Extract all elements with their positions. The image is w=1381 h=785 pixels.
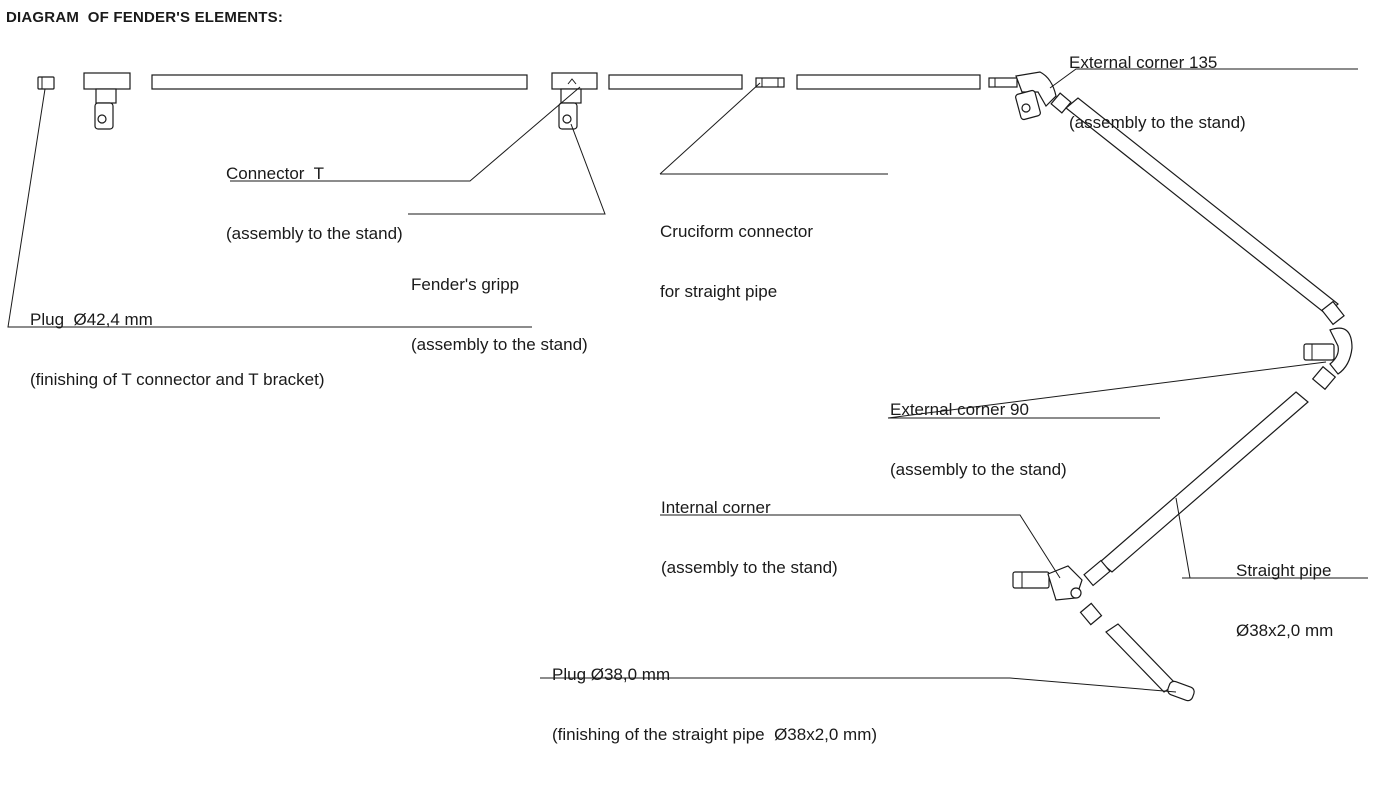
label-plug-42-line1: Plug Ø42,4 mm — [30, 310, 153, 329]
label-fenders-gripp-line1: Fender's gripp — [411, 275, 520, 294]
label-connector-t-line2: (assembly to the stand) — [226, 224, 403, 243]
label-external-corner-135-line2: (assembly to the stand) — [1069, 113, 1246, 132]
label-internal-corner-line1: Internal corner — [661, 498, 771, 517]
short-pipe-bottom — [1105, 623, 1177, 693]
label-straight-pipe-line2: Ø38x2,0 mm — [1236, 621, 1334, 640]
label-connector-t-line1: Connector T — [226, 164, 324, 183]
label-straight-pipe: Straight pipe Ø38x2,0 mm — [1236, 521, 1333, 681]
straight-pipe-part — [1099, 391, 1309, 573]
leader-lines — [7, 68, 1368, 693]
long-pipe-1 — [151, 74, 528, 90]
diagonal-pipe-1 — [1065, 97, 1339, 315]
plug-38-part — [1167, 680, 1195, 702]
plug-42-part — [37, 76, 55, 90]
label-external-corner-135-line1: External corner 135 — [1069, 53, 1218, 72]
label-external-corner-90-line1: External corner 90 — [890, 400, 1029, 419]
label-cruciform-connector-line1: Cruciform connector — [660, 222, 814, 241]
label-straight-pipe-line1: Straight pipe — [1236, 561, 1332, 580]
external-corner-135-part — [1015, 71, 1072, 121]
label-plug-42-line2: (finishing of T connector and T bracket) — [30, 370, 325, 389]
label-fenders-gripp: Fender's gripp (assembly to the stand) — [411, 235, 588, 395]
external-corner-90-part — [1303, 327, 1353, 391]
connector-t-part-1 — [83, 72, 131, 130]
fender-diagram: DIAGRAM OF FENDER'S ELEMENTS: — [6, 9, 1368, 744]
label-external-corner-135: External corner 135 (assembly to the sta… — [1069, 13, 1246, 173]
cruciform-connector-part — [755, 77, 785, 88]
label-external-corner-90: External corner 90 (assembly to the stan… — [890, 360, 1067, 520]
label-external-corner-90-line2: (assembly to the stand) — [890, 460, 1067, 479]
cruciform-connector-part-2 — [988, 77, 1018, 88]
label-internal-corner-line2: (assembly to the stand) — [661, 558, 838, 577]
label-plug-38: Plug Ø38,0 mm (finishing of the straight… — [552, 625, 877, 785]
short-pipe-2 — [796, 74, 981, 90]
diagram-title: DIAGRAM OF FENDER'S ELEMENTS: — [6, 9, 284, 26]
label-plug-42: Plug Ø42,4 mm (finishing of T connector … — [30, 270, 325, 430]
internal-corner-part — [1012, 565, 1083, 601]
label-cruciform-connector: Cruciform connector for straight pipe — [660, 182, 813, 342]
label-cruciform-connector-line2: for straight pipe — [660, 282, 778, 301]
label-plug-38-line1: Plug Ø38,0 mm — [552, 665, 671, 684]
label-internal-corner: Internal corner (assembly to the stand) — [661, 458, 838, 618]
label-plug-38-line2: (finishing of the straight pipe Ø38x2,0 … — [552, 725, 878, 744]
label-fenders-gripp-line2: (assembly to the stand) — [411, 335, 588, 354]
connector-t-part-2 — [551, 72, 598, 130]
fender-drawing — [7, 68, 1368, 702]
short-pipe-1 — [608, 74, 743, 90]
label-connector-t: Connector T (assembly to the stand) — [226, 124, 403, 284]
